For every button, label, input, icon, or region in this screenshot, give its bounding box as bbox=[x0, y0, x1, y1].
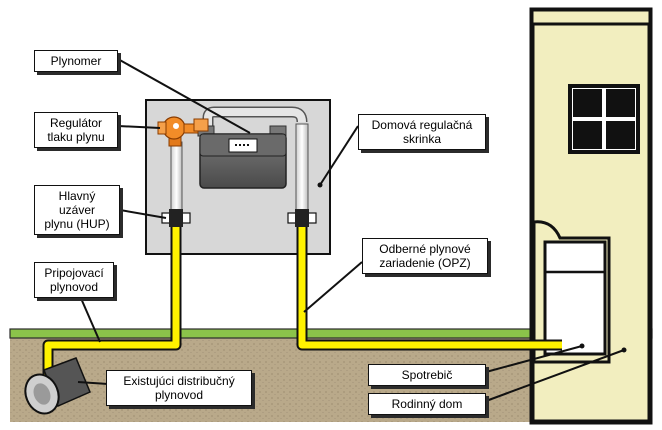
label-skrinka: Domová regulačná skrinka bbox=[358, 114, 486, 150]
leader-lines bbox=[77, 58, 625, 402]
label-opz: Odberné plynové zariadenie (OPZ) bbox=[362, 238, 488, 274]
opz-pipe bbox=[296, 224, 562, 351]
label-rodinny-dom: Rodinný dom bbox=[368, 393, 486, 415]
label-distribucny: Existujúci distribučný plynovod bbox=[106, 370, 252, 406]
label-plynomer: Plynomer bbox=[34, 50, 118, 72]
house bbox=[529, 7, 653, 425]
pressure-regulator bbox=[157, 116, 209, 147]
gas-meter bbox=[197, 125, 287, 189]
label-pripojovaci: Pripojovací plynovod bbox=[34, 262, 114, 298]
label-hup: Hlavný uzáver plynu (HUP) bbox=[34, 185, 120, 235]
label-regulator: Regulátor tlaku plynu bbox=[34, 112, 118, 148]
service-pipe bbox=[42, 224, 182, 386]
opz-valve bbox=[287, 209, 317, 227]
house-window bbox=[568, 84, 640, 154]
appliance bbox=[543, 240, 607, 356]
distribution-pipe bbox=[24, 357, 91, 415]
label-spotrebic: Spotrebič bbox=[368, 364, 486, 386]
leader-dots bbox=[317, 182, 627, 353]
